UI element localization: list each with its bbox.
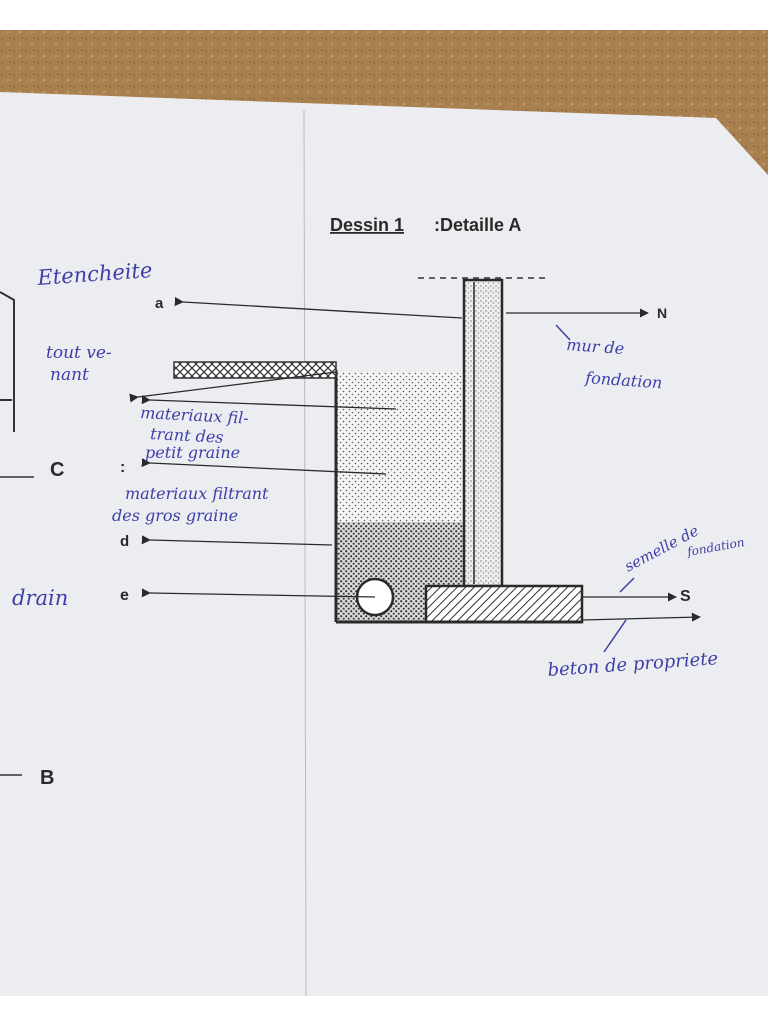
- pen-pointer-mur: [555, 324, 571, 341]
- note-materiaux-gros-1: materiaux filtrant: [125, 484, 269, 503]
- arrow-c: [141, 458, 387, 475]
- white-bottom-strip: [0, 996, 768, 1024]
- arrow-e: [141, 588, 376, 598]
- pen-pointer-beton: [603, 619, 627, 653]
- foundation-wall: [462, 278, 504, 588]
- arrow-d: [141, 535, 333, 546]
- paper-fold-line: [303, 109, 307, 997]
- drawing-title-number: Dessin 1: [330, 215, 404, 235]
- arrow-a: [174, 296, 463, 319]
- label-s: S: [680, 588, 691, 605]
- drawing-title-rest: :Detaille A: [434, 215, 521, 235]
- white-top-strip: [0, 0, 768, 30]
- arrow-c-fine: [141, 395, 397, 410]
- label-c-colon: :: [120, 459, 125, 476]
- arrow-beton: [581, 612, 701, 622]
- note-materiaux-petit-3: petit graine: [145, 443, 240, 462]
- note-mur-1: mur de: [566, 335, 625, 358]
- note-materiaux-gros-2: des gros graine: [112, 506, 238, 525]
- note-drain: drain: [12, 586, 68, 610]
- label-b: B: [40, 767, 54, 789]
- label-c: C: [50, 459, 64, 481]
- foundation-footing: [424, 584, 584, 624]
- note-materiaux-petit-2: trant des: [150, 424, 224, 447]
- label-d: d: [120, 533, 129, 550]
- label-e: e: [120, 587, 129, 604]
- tout-venant-layer: [173, 361, 337, 379]
- partial-figure-left: [0, 291, 15, 432]
- note-tout-venant-1: tout ve-: [46, 343, 112, 363]
- pen-pointer-semelle: [619, 577, 635, 593]
- label-a: a: [155, 295, 164, 312]
- filter-material-coarse: [336, 522, 464, 586]
- label-n: N: [657, 305, 667, 321]
- filter-material-fine: [336, 372, 464, 522]
- note-tout-venant-2: nant: [50, 365, 89, 385]
- arrow-b: [129, 371, 337, 403]
